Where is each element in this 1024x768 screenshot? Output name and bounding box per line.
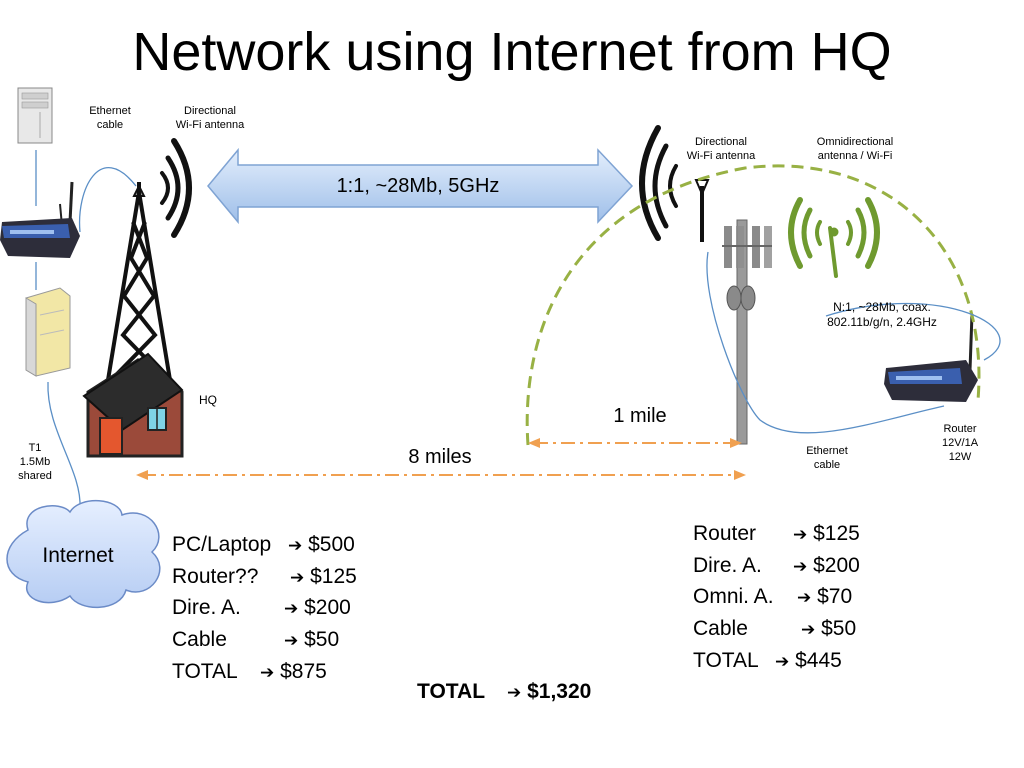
remote-ethernet-label: Ethernet cable xyxy=(806,445,848,471)
hq-tower-icon xyxy=(106,182,172,381)
omni-antenna-label: Omnidirectional antenna / Wi-Fi xyxy=(816,136,894,162)
hq-label: HQ xyxy=(199,393,217,407)
coax-label: N:1, ~28Mb, coax. 802.11b/g/n, 2.4GHz xyxy=(827,300,937,329)
cost-row-total: TOTAL➔ $445 xyxy=(693,648,842,672)
omni-antenna-icon xyxy=(788,197,880,278)
cost-row-router: Router??➔ $125 xyxy=(172,564,357,588)
arrow-icon: ➔ xyxy=(507,683,522,703)
grand-total-value: $1,320 xyxy=(527,680,592,703)
pc-tower-icon xyxy=(17,87,53,144)
cost-row-antenna: Dire. A.➔ $200 xyxy=(172,596,351,620)
cost-row-cable: Cable➔ $50 xyxy=(172,628,340,652)
router-icon xyxy=(0,181,80,258)
router-icon xyxy=(884,313,978,402)
grand-total-label: TOTAL xyxy=(417,680,486,703)
distance-lines xyxy=(142,442,740,476)
remote-antenna-label: Directional Wi-Fi antenna xyxy=(686,136,756,162)
t1-modem-icon xyxy=(25,287,71,377)
cost-row-router: Router➔ $125 xyxy=(693,522,860,545)
remote-antenna-icon xyxy=(694,179,710,242)
router-spec-label: Router 12V/1A 12W xyxy=(941,423,979,463)
remote-connections xyxy=(706,251,1001,434)
antenna-signal-icon xyxy=(639,125,678,241)
cloud-icon xyxy=(6,499,161,608)
t1-label: T1 1.5Mb shared xyxy=(18,442,52,482)
house-icon xyxy=(82,352,184,458)
distance-arrowheads xyxy=(136,438,746,480)
coverage-arc xyxy=(525,164,981,446)
link-label: 1:1, ~28Mb, 5GHz xyxy=(336,175,500,197)
link-arrow xyxy=(207,147,634,225)
grand-total: TOTAL ➔ $1,320 xyxy=(417,680,591,704)
antenna-signal-icon xyxy=(160,138,192,238)
cost-row-antenna: Dire. A.➔ $200 xyxy=(693,553,860,577)
hq-connections xyxy=(35,150,137,509)
cell-pole-icon xyxy=(722,219,772,445)
hq-antenna-label: Directional Wi-Fi antenna xyxy=(175,105,245,131)
cost-row-omni: Omni. A.➔ $70 xyxy=(693,585,853,609)
remote-cost-list: Router➔ $125 Dire. A.➔ $200 Omni. A.➔ $7… xyxy=(693,519,860,678)
cost-row-total: TOTAL➔ $875 xyxy=(172,659,327,683)
one-mile-label: 1 mile xyxy=(613,405,667,427)
eight-miles-label: 8 miles xyxy=(408,446,472,468)
internet-label: Internet xyxy=(42,544,114,567)
cost-row-pc: PC/Laptop➔ $500 xyxy=(172,533,355,556)
cost-row-cable: Cable➔ $50 xyxy=(693,617,857,641)
hq-ethernet-label: Ethernet cable xyxy=(89,105,131,131)
hq-cost-list: PC/Laptop➔ $500 Router??➔ $125 Dire. A.➔… xyxy=(172,530,357,689)
page-title: Network using Internet from HQ xyxy=(132,22,892,82)
